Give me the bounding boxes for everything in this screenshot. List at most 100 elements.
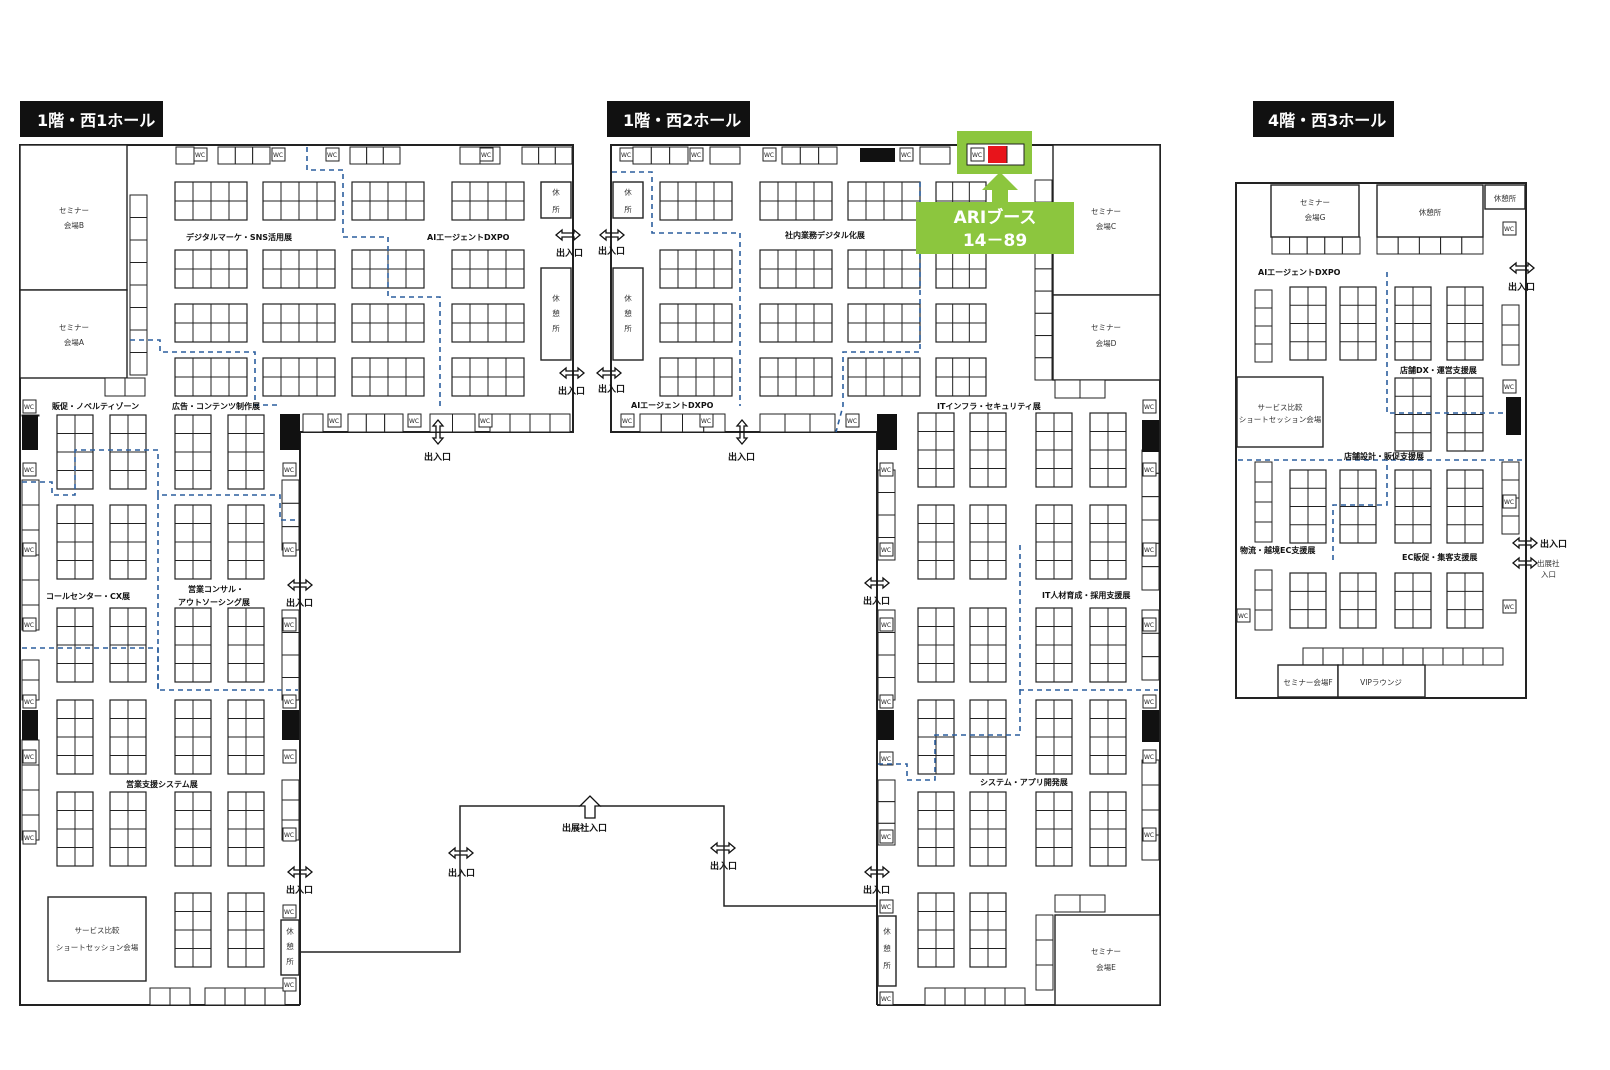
wc-icon: WC	[879, 829, 894, 844]
wc-icon: WC	[1502, 379, 1517, 394]
exit-marker[interactable]: 出入口	[863, 865, 890, 896]
wc-icon: WC	[879, 991, 894, 1006]
booth-block	[174, 249, 248, 289]
exit-marker-west3[interactable]: 出展社入口	[1511, 556, 1560, 579]
hall-tag-west1: 1階・西1ホール	[20, 101, 163, 137]
booth-block	[1089, 791, 1127, 867]
exit-marker[interactable]: 出入口	[286, 578, 313, 609]
booth-block	[451, 181, 525, 221]
booth-block	[659, 181, 733, 221]
svg-text:WC: WC	[24, 404, 34, 411]
booth-block	[847, 249, 921, 289]
svg-text:WC: WC	[284, 982, 294, 989]
wall-booth-strip	[1376, 236, 1484, 255]
exit-marker[interactable]: 出入口	[728, 418, 755, 463]
booth-block	[847, 303, 921, 343]
exit-marker[interactable]: 出入口	[558, 366, 585, 397]
booth-block	[451, 357, 525, 397]
wc-icon: WC	[193, 147, 208, 162]
zone-ec-promo: EC販促・集客支援展	[1402, 552, 1477, 562]
svg-text:ショートセッション会場: ショートセッション会場	[1239, 414, 1322, 424]
ari-booth-highlight[interactable]: WC	[957, 131, 1032, 174]
svg-text:休: 休	[624, 187, 632, 197]
exit-marker[interactable]: 出入口	[554, 228, 583, 259]
wc-icon: WC	[1142, 462, 1157, 477]
booth-block	[227, 504, 265, 580]
svg-text:WC: WC	[284, 622, 294, 629]
pillar	[877, 414, 897, 450]
seminar-room-e: セミナー 会場E	[1054, 914, 1161, 1006]
exit-label: 出入口	[286, 884, 313, 896]
wc-icon: WC	[1236, 608, 1251, 623]
service-room-west3: サービス比較 ショートセッション会場	[1236, 376, 1324, 448]
booth-block	[262, 357, 336, 397]
wall-booth-strip	[489, 413, 571, 433]
ari-booth-marker[interactable]	[988, 146, 1007, 163]
booth-block	[759, 181, 833, 221]
booth-block	[1339, 469, 1377, 544]
exit-marker[interactable]: 出入口	[863, 576, 890, 607]
hall-title-west3: 4階・西3ホール	[1268, 111, 1386, 130]
booth-block	[227, 699, 265, 775]
exit-marker[interactable]: 出入口	[447, 846, 475, 879]
wc-icon: WC	[282, 827, 297, 842]
wc-icon: WC	[22, 749, 37, 764]
booth-block	[227, 892, 265, 968]
svg-text:WC: WC	[284, 909, 294, 916]
wc-icon: WC	[879, 899, 894, 914]
wc-icon: WC	[282, 694, 297, 709]
wall-booth-strip	[302, 413, 324, 433]
booth-block	[109, 791, 147, 867]
svg-text:WC: WC	[24, 699, 34, 706]
wall-booth-strip	[709, 146, 741, 165]
wall-booth-strip	[1254, 569, 1273, 631]
booth-block	[1446, 286, 1484, 361]
booth-block	[917, 791, 955, 867]
rest-area-west3-2: 休憩所	[1484, 184, 1526, 210]
rest-area-west2-mid: 休 憩 所	[612, 267, 644, 361]
booth-block	[917, 504, 955, 580]
hall-title-west2: 1階・西2ホール	[623, 111, 741, 130]
wc-icon: WC	[762, 147, 777, 162]
booth-block	[969, 892, 1007, 968]
zone-sales-consulting-1: 営業コンサル・	[188, 584, 244, 594]
wall-booth-strip	[781, 146, 838, 165]
ari-booth-callout[interactable]: ARIブース 14－89	[916, 172, 1074, 254]
svg-text:セミナー: セミナー	[1091, 323, 1121, 332]
wc-icon: WC	[1142, 617, 1157, 632]
vip-lounge: VIPラウンジ	[1337, 664, 1426, 698]
zone-ai-agent: AIエージェントDXPO	[427, 233, 510, 242]
booth-block	[1394, 469, 1432, 544]
zone-ai-agent-3: AIエージェントDXPO	[1258, 268, 1341, 277]
wc-icon: WC	[899, 147, 914, 162]
booth-block	[847, 181, 921, 221]
pillar	[860, 148, 895, 162]
svg-text:WC: WC	[284, 699, 294, 706]
wc-icon: WC	[282, 977, 297, 992]
wall-booth-strip	[1035, 914, 1054, 991]
wc-icon: WC	[1502, 494, 1517, 509]
svg-text:WC: WC	[691, 152, 701, 159]
rest-area-west1-mid: 休 憩 所	[540, 267, 572, 361]
booth-block	[351, 303, 425, 343]
hall-title-west1: 1階・西1ホール	[37, 111, 155, 130]
zone-store-dx: 店舗DX・運営支援展	[1400, 365, 1477, 375]
zone-promo-novelty: 販促・ノベルティゾーン	[52, 401, 139, 411]
svg-text:WC: WC	[284, 467, 294, 474]
wc-icon: WC	[22, 830, 37, 845]
booth-block	[1089, 699, 1127, 775]
svg-text:WC: WC	[881, 756, 891, 763]
exit-marker[interactable]: 出入口	[286, 865, 313, 896]
booth-block	[351, 181, 425, 221]
booth-block	[659, 357, 733, 397]
exit-marker[interactable]: 出入口	[1511, 536, 1567, 550]
wall-booth-strip	[175, 146, 195, 165]
booth-block	[1089, 504, 1127, 580]
exit-marker[interactable]: 出入口	[598, 228, 625, 257]
pillar	[1506, 397, 1521, 435]
exit-marker[interactable]: 出入口	[595, 366, 625, 395]
zone-sales-consulting-2: アウトソーシング展	[178, 597, 250, 607]
exit-marker[interactable]: 出入口	[1508, 261, 1535, 293]
exit-marker[interactable]: 出入口	[424, 418, 451, 463]
